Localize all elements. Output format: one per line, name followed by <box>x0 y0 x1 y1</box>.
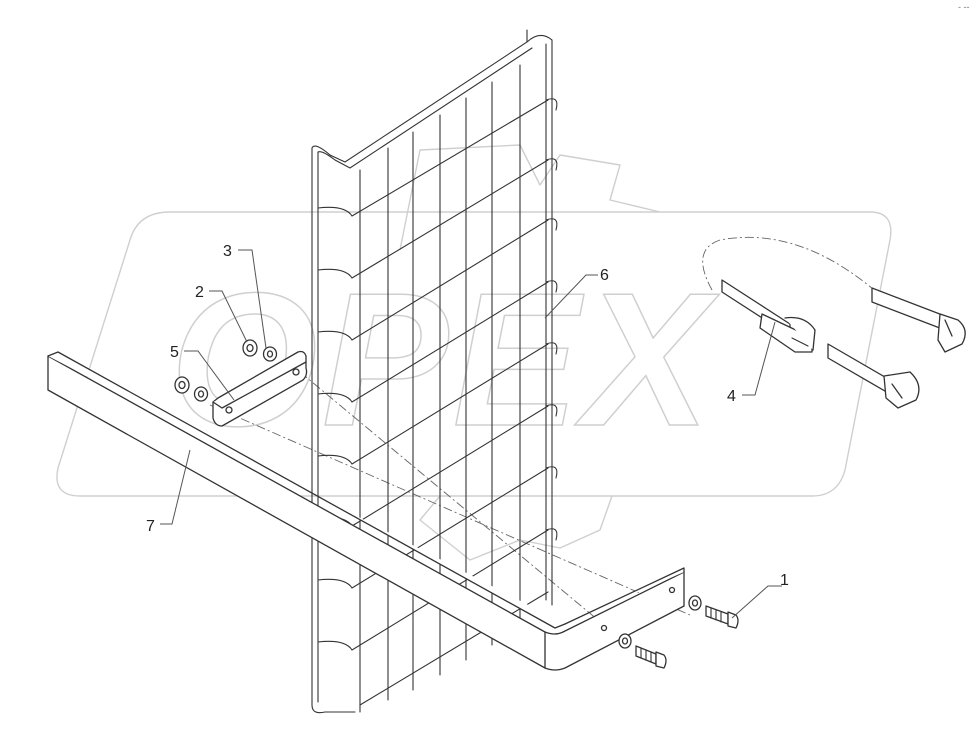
callout-3: 3 <box>223 243 232 260</box>
washer-lower <box>193 386 209 402</box>
watermark-rounded-frame <box>56 211 892 497</box>
strap-hook-upper-right <box>871 287 966 353</box>
callout-labels: 1 2 3 4 5 6 7 <box>146 243 789 589</box>
clamp-plate <box>212 350 308 427</box>
bolts <box>618 595 739 669</box>
alignment-lines <box>209 236 881 631</box>
cage-side-hooks <box>545 98 558 541</box>
bolt-upper <box>688 595 739 629</box>
nut-upper <box>242 339 258 357</box>
ratchet-straps <box>721 279 966 409</box>
strap-hook-lower-right <box>827 343 920 409</box>
bolt-lower <box>618 633 667 669</box>
callout-1: 1 <box>780 572 789 589</box>
washer-upper <box>262 346 278 362</box>
strap-buckle-left <box>721 279 816 353</box>
callout-7: 7 <box>146 518 155 535</box>
watermark-text: OPEX <box>170 254 720 466</box>
nut-lower <box>174 376 190 394</box>
callout-5: 5 <box>170 344 179 361</box>
corner-mark: - -- <box>958 2 970 12</box>
callout-4: 4 <box>727 388 736 405</box>
callout-6: 6 <box>600 267 609 284</box>
nuts-and-washers <box>174 339 278 402</box>
wire-mesh-cage <box>311 29 558 714</box>
watermark-logo: OPEX <box>56 144 892 561</box>
leader-lines <box>160 249 782 619</box>
callout-2: 2 <box>195 284 204 301</box>
